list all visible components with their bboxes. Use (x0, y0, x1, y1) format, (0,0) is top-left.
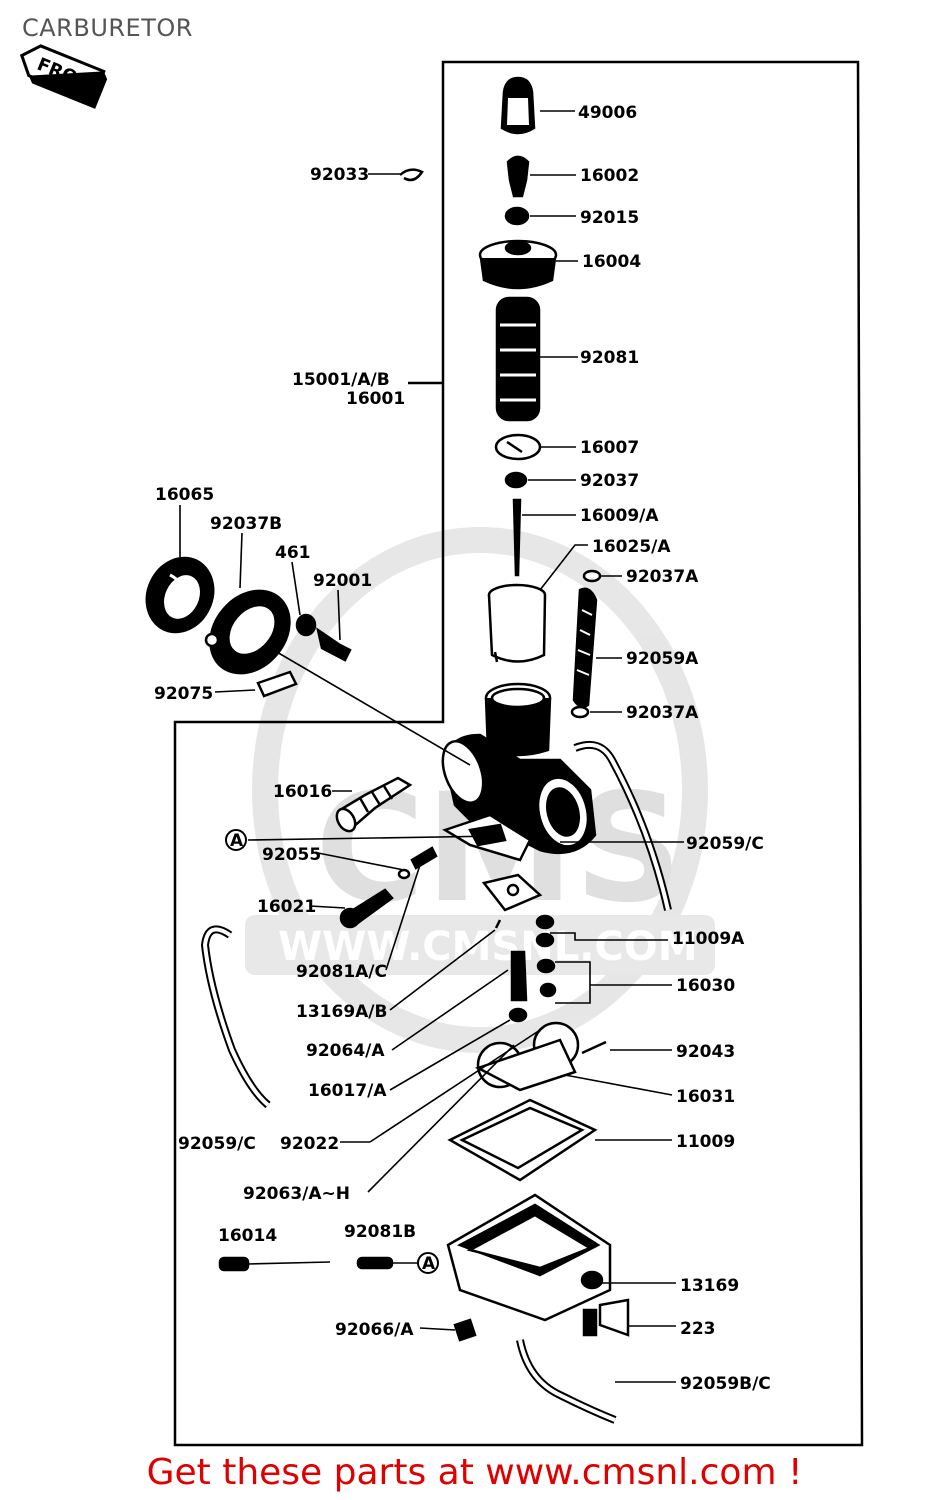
part-label-92059c-right[interactable]: 92059/C (686, 834, 764, 854)
part-label-92059a[interactable]: 92059A (626, 649, 699, 669)
watermark-url: WWW.CMSNL.COM (278, 924, 698, 970)
part-label-16014[interactable]: 16014 (218, 1226, 277, 1246)
part-labels: 49006 16002 92033 92015 16004 92081 1500… (154, 103, 771, 1394)
part-label-92063[interactable]: 92063/A~H (243, 1184, 350, 1204)
part-label-92037a-top[interactable]: 92037A (626, 567, 699, 587)
assembly-frame (173, 60, 864, 1447)
part-label-16004[interactable]: 16004 (582, 252, 641, 272)
part-label-92059bc[interactable]: 92059B/C (680, 1374, 771, 1394)
part-label-16016[interactable]: 16016 (273, 782, 332, 802)
part-label-16025[interactable]: 16025/A (592, 537, 671, 557)
footer-link[interactable]: Get these parts at www.cmsnl.com ! (146, 1452, 803, 1493)
part-label-92037b[interactable]: 92037B (210, 514, 282, 534)
part-label-92037a-bottom[interactable]: 92037A (626, 703, 699, 723)
part-label-92059c-left[interactable]: 92059/C (178, 1134, 256, 1154)
reference-markers: A A (225, 829, 439, 1274)
part-label-16021[interactable]: 16021 (257, 897, 316, 917)
part-label-92001[interactable]: 92001 (313, 571, 372, 591)
diagram-title: CARBURETOR (22, 14, 193, 42)
part-label-11009a[interactable]: 11009A (672, 929, 745, 949)
hoses (200, 741, 672, 1424)
part-label-16065[interactable]: 16065 (155, 485, 214, 505)
front-arrow-badge: FRONT (19, 44, 108, 109)
part-label-92037[interactable]: 92037 (580, 471, 639, 491)
part-label-16009[interactable]: 16009/A (580, 506, 659, 526)
part-label-15001[interactable]: 15001/A/B (292, 370, 390, 390)
part-label-11009[interactable]: 11009 (676, 1132, 735, 1152)
part-label-16007[interactable]: 16007 (580, 438, 639, 458)
part-label-92022[interactable]: 92022 (280, 1134, 339, 1154)
part-label-92033[interactable]: 92033 (310, 165, 369, 185)
part-label-461[interactable]: 461 (275, 543, 311, 563)
ref-marker-a-2: A (422, 1254, 436, 1274)
part-label-92064a[interactable]: 92064/A (306, 1041, 385, 1061)
part-label-16030[interactable]: 16030 (676, 976, 735, 996)
part-label-223[interactable]: 223 (680, 1319, 716, 1339)
part-label-49006[interactable]: 49006 (578, 103, 637, 123)
part-label-92081ac[interactable]: 92081A/C (296, 962, 387, 982)
part-label-92015[interactable]: 92015 (580, 208, 639, 228)
part-label-92066a[interactable]: 92066/A (335, 1320, 414, 1340)
part-label-16001[interactable]: 16001 (346, 389, 405, 409)
ref-marker-a-1: A (230, 831, 244, 851)
part-label-16002[interactable]: 16002 (580, 166, 639, 186)
part-label-13169ab[interactable]: 13169A/B (296, 1002, 387, 1022)
part-label-92055[interactable]: 92055 (262, 845, 321, 865)
part-label-92043[interactable]: 92043 (676, 1042, 735, 1062)
part-label-16031[interactable]: 16031 (676, 1087, 735, 1107)
part-label-16017a[interactable]: 16017/A (308, 1081, 387, 1101)
part-label-92081b[interactable]: 92081B (344, 1222, 416, 1242)
leader-lines (179, 110, 684, 1383)
part-label-13169[interactable]: 13169 (680, 1276, 739, 1296)
part-label-92075[interactable]: 92075 (154, 684, 213, 704)
part-shapes (145, 76, 630, 1342)
part-label-92081[interactable]: 92081 (580, 348, 639, 368)
